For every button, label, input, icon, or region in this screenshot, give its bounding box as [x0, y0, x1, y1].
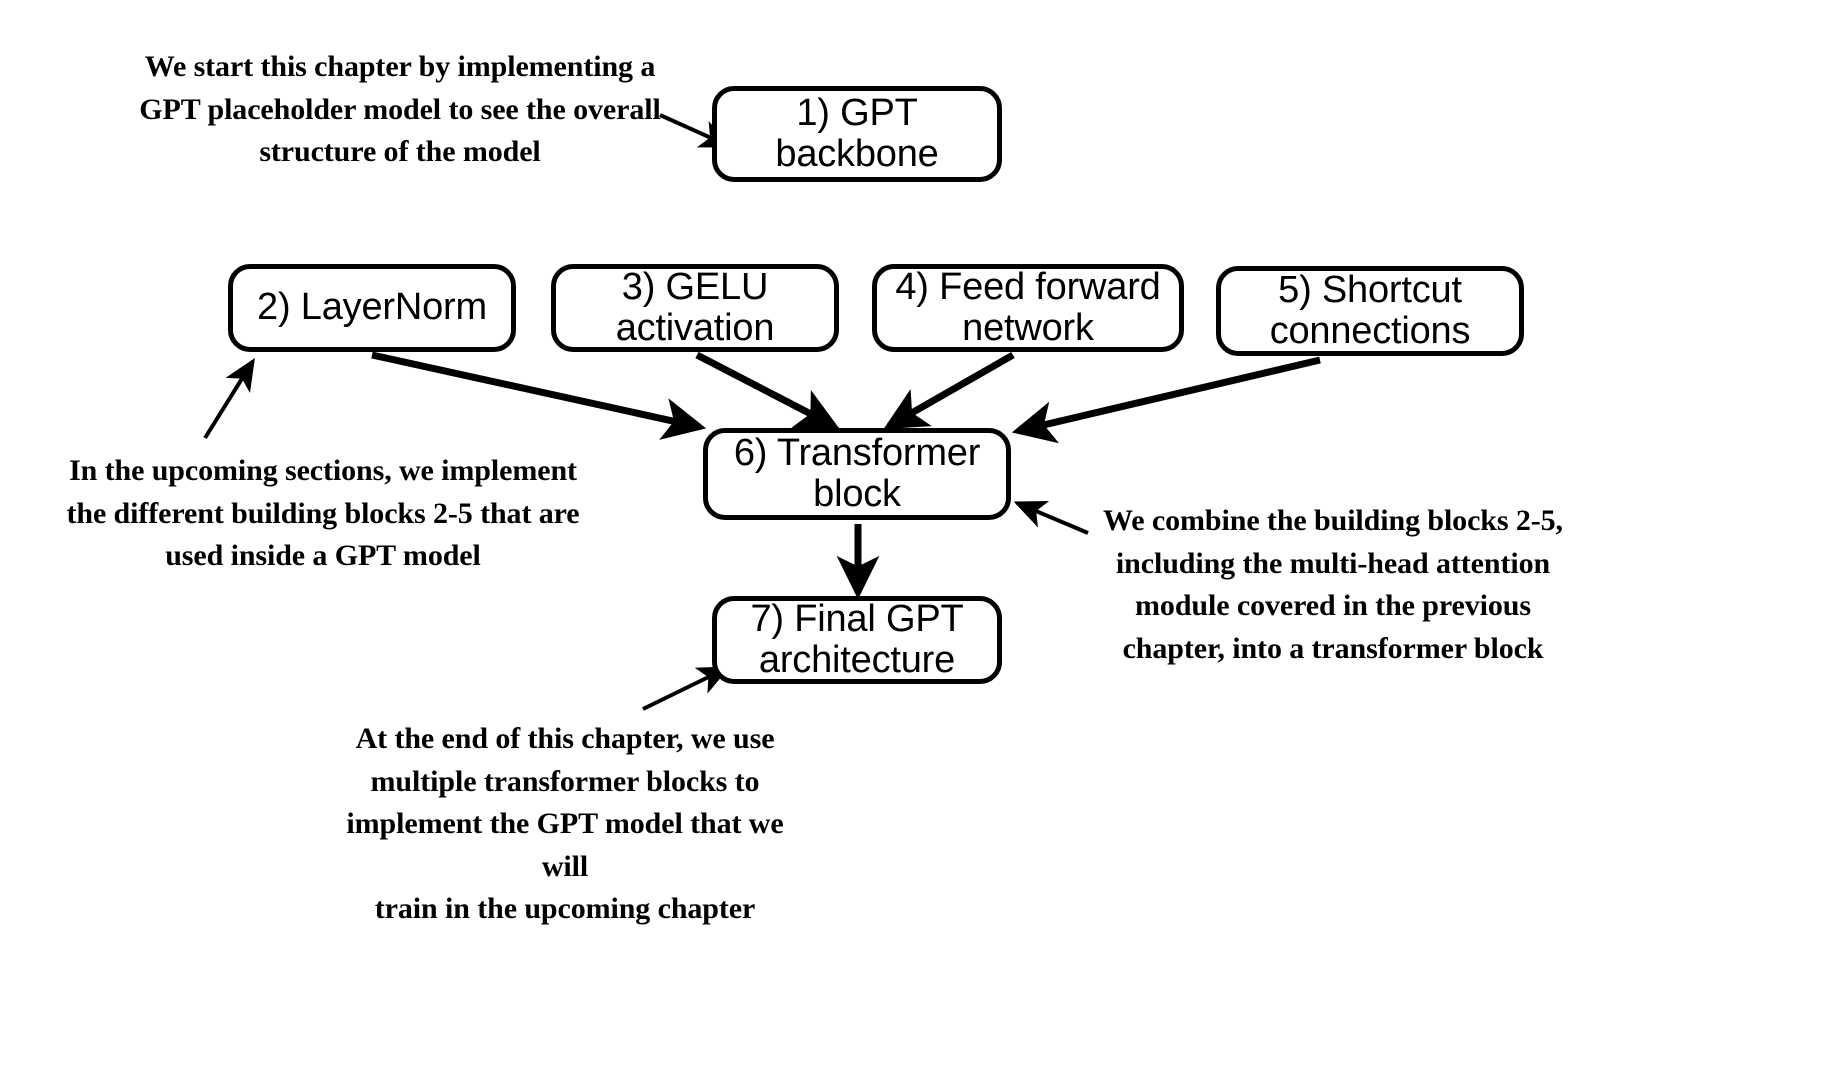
- node-shortcut-connections[interactable]: 5) Shortcut connections: [1216, 266, 1524, 356]
- annotation-combine-blocks: We combine the building blocks 2-5, incl…: [1103, 504, 1563, 665]
- edge-note-end-to-final-gpt: [642, 666, 731, 711]
- node-gpt-backbone-label: 1) GPT backbone: [775, 91, 939, 175]
- annotation-chapter-start: We start this chapter by implementing a …: [139, 50, 661, 169]
- node-transformer-block-label: 6) Transformer block: [733, 431, 981, 515]
- node-layernorm-label: 2) LayerNorm: [257, 286, 487, 329]
- node-gelu-label: 3) GELU activation: [615, 265, 775, 349]
- edge-note-building-to-layernorm: [203, 357, 255, 440]
- node-shortcut-connections-label: 5) Shortcut connections: [1269, 268, 1471, 352]
- node-final-gpt-architecture-label: 7) Final GPT architecture: [750, 597, 964, 681]
- node-final-gpt-architecture[interactable]: 7) Final GPT architecture: [712, 596, 1002, 684]
- edge-layernorm-to-transformer: [371, 351, 707, 440]
- edge-feedforward-to-transformer: [883, 351, 1015, 430]
- edge-gelu-to-transformer: [695, 351, 840, 430]
- edge-shortcut-to-transformer: [1011, 356, 1321, 444]
- annotation-chapter-end: At the end of this chapter, we use multi…: [346, 722, 784, 926]
- node-layernorm[interactable]: 2) LayerNorm: [228, 264, 516, 352]
- node-gpt-backbone[interactable]: 1) GPT backbone: [712, 86, 1002, 182]
- node-transformer-block[interactable]: 6) Transformer block: [703, 428, 1011, 520]
- edge-note-combine-to-transformer: [1013, 500, 1089, 535]
- node-feed-forward-network-label: 4) Feed forward network: [895, 265, 1161, 349]
- node-feed-forward-network[interactable]: 4) Feed forward network: [872, 264, 1184, 352]
- annotation-building-blocks: In the upcoming sections, we implement t…: [66, 454, 580, 573]
- node-gelu[interactable]: 3) GELU activation: [551, 264, 839, 352]
